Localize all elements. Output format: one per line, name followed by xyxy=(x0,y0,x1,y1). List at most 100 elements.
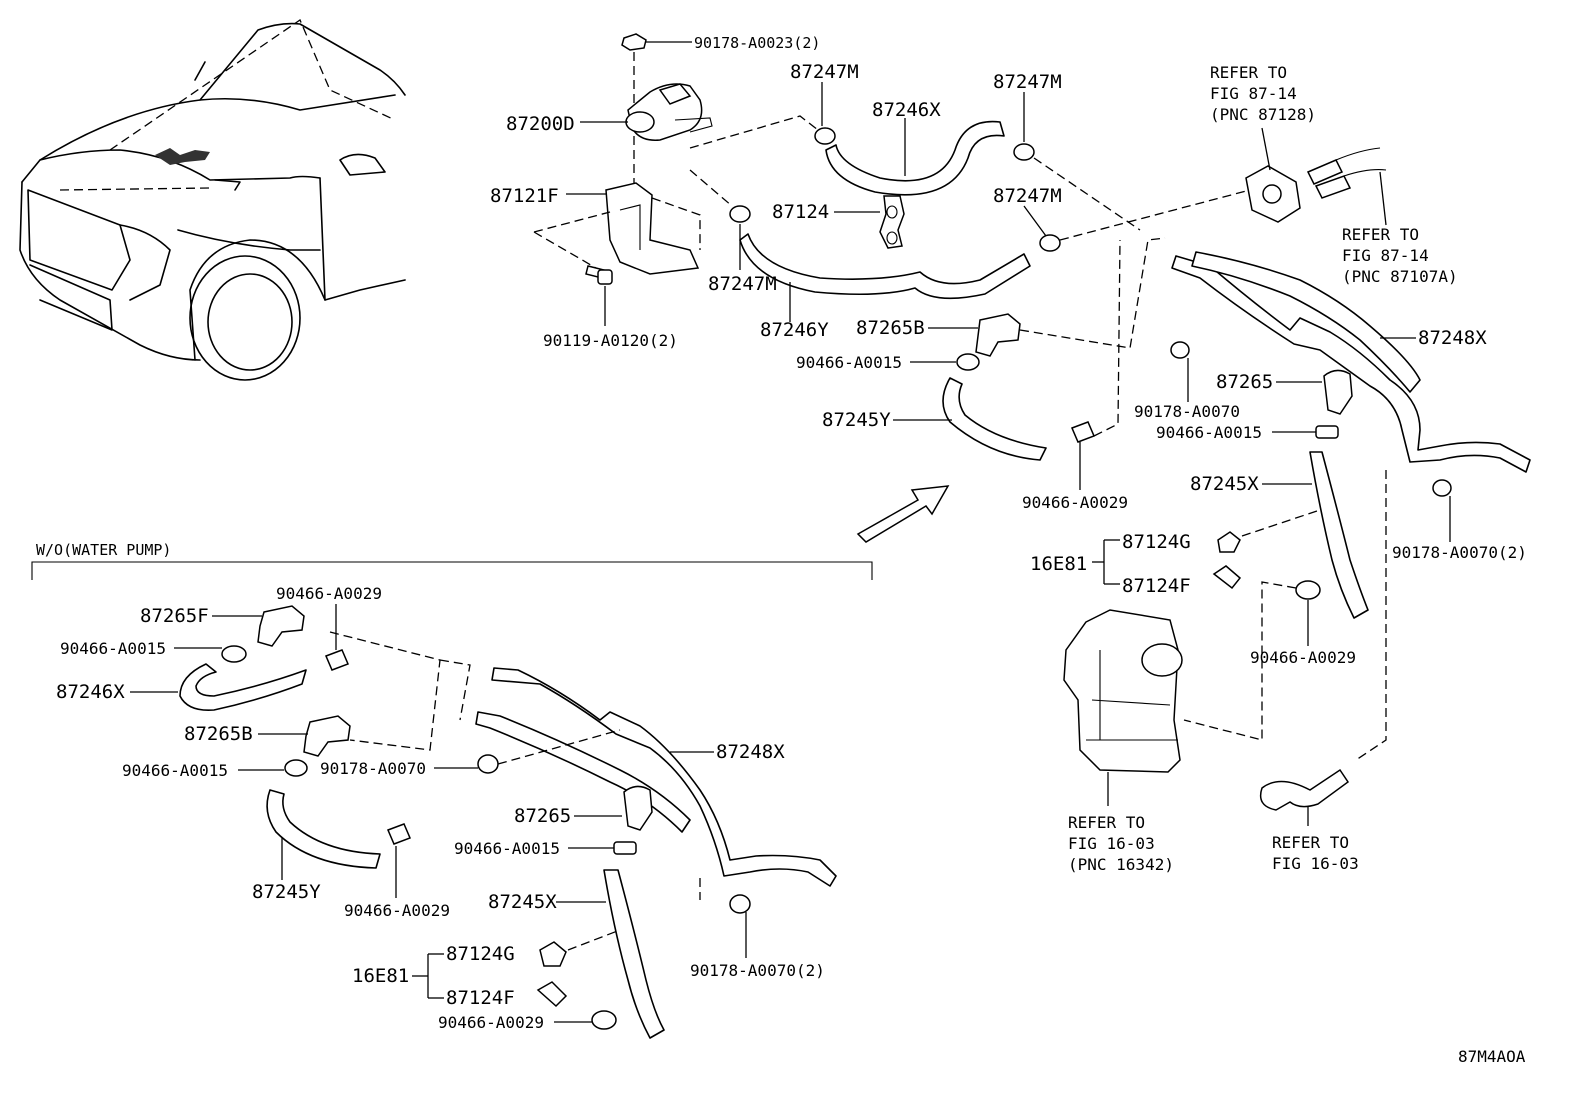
right-assembly xyxy=(1063,127,1531,826)
label-16E81-bl: 16E81 xyxy=(352,965,409,987)
fitting-87265B-bl xyxy=(258,715,351,757)
nut-90178-A0070-2-bl xyxy=(699,878,751,958)
label-90178-A0023-2: 90178-A0023(2) xyxy=(694,34,820,52)
label-90178-A0070-2-bl: 90178-A0070(2) xyxy=(690,961,825,980)
thermostat-housing xyxy=(1063,609,1183,806)
clamp-90466-A0029-bl2 xyxy=(387,823,411,898)
nut-90178-A0070-bl xyxy=(434,754,499,774)
reference-note-16342: REFER TO FIG 16-03 (PNC 16342) xyxy=(1068,813,1174,874)
pipe-87248X-top xyxy=(1171,255,1531,473)
hose-87245Y-bl xyxy=(266,789,381,869)
label-87124G-top: 87124G xyxy=(1122,531,1191,553)
label-87265-top: 87265 xyxy=(1216,371,1273,393)
label-90466-A0029-bl: 90466-A0029 xyxy=(276,584,382,603)
label-87124F-bl: 87124F xyxy=(446,987,515,1009)
section-title: W/O(WATER PUMP) xyxy=(36,541,171,559)
group-16E81-top xyxy=(1092,509,1321,590)
direction-arrow xyxy=(856,485,950,543)
fitting-87265F xyxy=(212,605,305,647)
illustration-code: 87M4AOA xyxy=(1458,1047,1526,1066)
label-87200D: 87200D xyxy=(506,113,575,135)
clamp-90466-A0015-right xyxy=(1272,425,1339,439)
label-87245Y-top: 87245Y xyxy=(822,409,891,431)
labels: 90178-A0023(2) 87200D 87121F 90119-A0120… xyxy=(36,34,1527,1066)
pipe-87248X-bl xyxy=(491,667,837,887)
label-87246Y: 87246Y xyxy=(760,319,829,341)
hose-87246Y xyxy=(739,233,1031,300)
label-87245Y-bl: 87245Y xyxy=(252,881,321,903)
fitting-87265-top xyxy=(1276,369,1353,415)
clamp-90466-A0015-bl3 xyxy=(568,841,637,855)
label-87121F: 87121F xyxy=(490,185,559,207)
label-90466-A0015-bl: 90466-A0015 xyxy=(60,639,166,658)
clamp-90466-A0029-bl3 xyxy=(554,1010,617,1030)
clamp-90466-A0015-bl2 xyxy=(238,759,308,777)
outlet-pipe xyxy=(1259,768,1350,826)
clamp-87247M-a xyxy=(814,82,836,145)
variant-box xyxy=(31,561,873,1039)
label-87124: 87124 xyxy=(772,201,829,223)
label-87245X-top: 87245X xyxy=(1190,473,1259,495)
label-90178-A0070-bl: 90178-A0070 xyxy=(320,759,426,778)
reference-note-87107A: REFER TO FIG 87-14 (PNC 87107A) xyxy=(1342,225,1458,286)
clamp-87247M-b xyxy=(1013,92,1035,161)
label-16E81-top: 16E81 xyxy=(1030,553,1087,575)
clamp-87247M-c xyxy=(729,205,751,270)
reference-note-87128: REFER TO FIG 87-14 (PNC 87128) xyxy=(1210,63,1316,124)
hose-87245X-top xyxy=(1309,451,1369,619)
label-87247M-d: 87247M xyxy=(708,273,777,295)
label-90466-A0029-bl2: 90466-A0029 xyxy=(344,901,450,920)
label-90466-A0015-bl2: 90466-A0015 xyxy=(122,761,228,780)
label-87248X-bl: 87248X xyxy=(716,741,785,763)
label-87265-bl: 87265 xyxy=(514,805,571,827)
hose-ends xyxy=(1306,147,1387,226)
fitting-87265B-top xyxy=(928,237,1166,357)
label-90466-A0015-top: 90466-A0015 xyxy=(796,353,902,372)
clamp-90466-A0015-top xyxy=(910,353,980,371)
water-pump xyxy=(580,83,713,141)
label-87265B-top: 87265B xyxy=(856,317,925,339)
clamp-90466-A0029-top xyxy=(1071,239,1121,490)
label-87248X-top: 87248X xyxy=(1418,327,1487,349)
hose-87245Y-top xyxy=(942,377,1047,461)
clip-87124 xyxy=(834,195,905,249)
label-90466-A0029-top: 90466-A0029 xyxy=(1022,493,1128,512)
clamp-90466-A0029-bl xyxy=(325,604,349,671)
hose-87246X-bl xyxy=(179,663,307,712)
label-90466-A0029-top2: 90466-A0029 xyxy=(1250,648,1356,667)
label-87124F-top: 87124F xyxy=(1122,575,1191,597)
nut-90178-A0070-top xyxy=(1170,341,1190,402)
label-87265B-bl: 87265B xyxy=(184,723,253,745)
label-87246X-bl: 87246X xyxy=(56,681,125,703)
fitting-87265-bl xyxy=(574,785,653,831)
nut-top xyxy=(621,33,692,51)
label-90119-A0120-2: 90119-A0120(2) xyxy=(543,331,678,350)
vehicle-illustration xyxy=(19,19,406,381)
label-90466-A0029-bl3: 90466-A0029 xyxy=(438,1013,544,1032)
label-87245X-bl: 87245X xyxy=(488,891,557,913)
upper-assembly xyxy=(533,33,1251,543)
label-87124G-bl: 87124G xyxy=(446,943,515,965)
label-90178-A0070-2-top: 90178-A0070(2) xyxy=(1392,543,1527,562)
label-87246X-top: 87246X xyxy=(872,99,941,121)
clamp-87247M-d xyxy=(1023,205,1061,252)
hose-87245X-bl xyxy=(603,869,665,1039)
label-87247M-a: 87247M xyxy=(790,61,859,83)
clamp-90466-A0015-bl xyxy=(174,645,247,663)
hose-87246X-top xyxy=(825,120,1005,196)
label-90466-A0015-bl3: 90466-A0015 xyxy=(454,839,560,858)
group-16E81-bl xyxy=(412,929,621,1008)
label-87247M-b: 87247M xyxy=(993,71,1062,93)
label-90466-A0015-top2: 90466-A0015 xyxy=(1156,423,1262,442)
reference-note-16-03: REFER TO FIG 16-03 xyxy=(1272,833,1359,873)
bolt xyxy=(585,265,613,326)
label-87265F: 87265F xyxy=(140,605,209,627)
bracket xyxy=(533,182,701,275)
label-87247M-c: 87247M xyxy=(993,185,1062,207)
label-90178-A0070-top: 90178-A0070 xyxy=(1134,402,1240,421)
flange xyxy=(1245,127,1301,223)
nut-90178-A0070-2-top xyxy=(1355,470,1452,761)
clamp-90466-A0029-right xyxy=(1183,580,1321,741)
